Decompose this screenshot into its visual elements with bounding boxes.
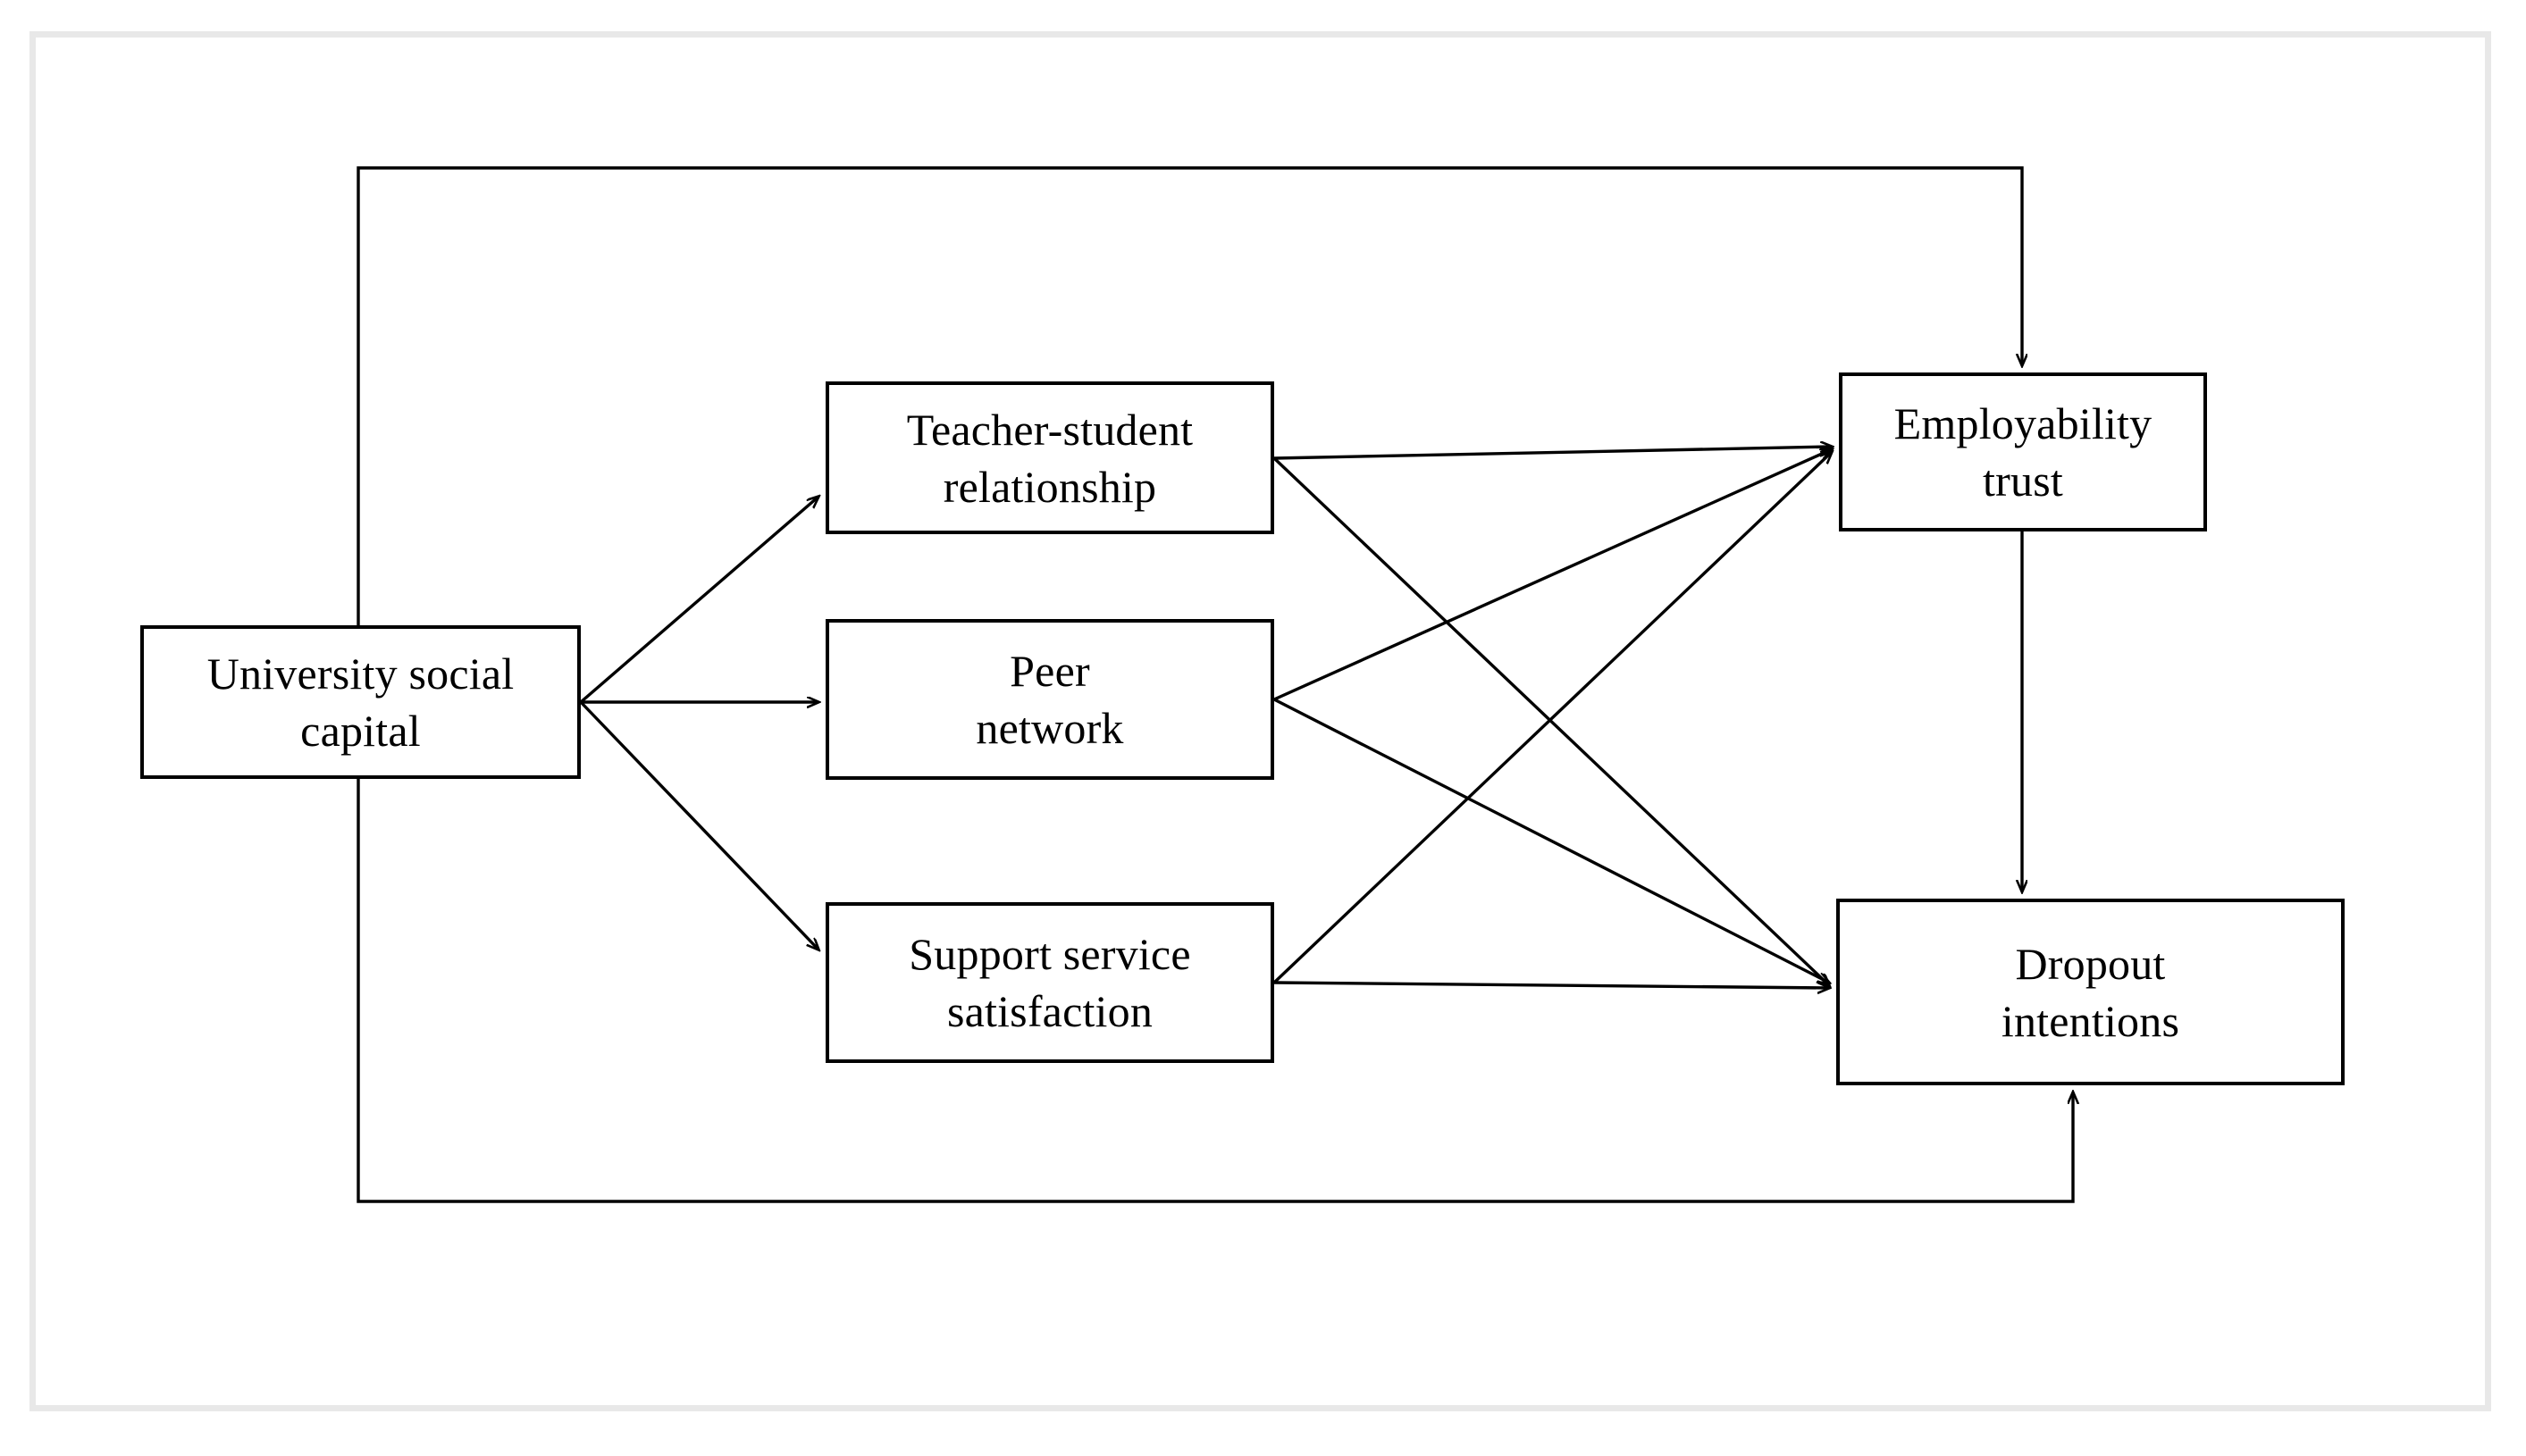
edge-usc-to-support-service [579, 700, 818, 950]
node-peer-network[interactable]: Peer network [826, 619, 1274, 780]
node-label-university-social-capital: University social capital [206, 649, 515, 756]
edge-usc-to-dropout-direct [357, 625, 2073, 1203]
edge-peer-network-to-dropout [1273, 698, 1829, 983]
node-dropout-intentions[interactable]: Dropout intentions [1836, 899, 2345, 1085]
node-label-employability-trust: Employability trust [1893, 398, 2153, 506]
node-support-service-satisfaction[interactable]: Support service satisfaction [826, 902, 1274, 1063]
edge-usc-to-teacher-student [579, 497, 818, 704]
node-label-support-service-satisfaction: Support service satisfaction [909, 929, 1191, 1036]
node-label-peer-network: Peer network [976, 646, 1124, 753]
edge-teacher-student-to-employability [1273, 447, 1832, 460]
node-teacher-student-relationship[interactable]: Teacher-student relationship [826, 381, 1274, 534]
edge-support-service-to-employability [1272, 452, 1832, 984]
node-employability-trust[interactable]: Employability trust [1839, 372, 2207, 531]
edge-usc-to-employability-direct [357, 166, 2022, 779]
node-university-social-capital[interactable]: University social capital [140, 625, 581, 779]
edge-teacher-student-to-dropout [1272, 456, 1829, 985]
edge-peer-network-to-employability [1273, 449, 1832, 701]
edge-support-service-to-dropout [1273, 981, 1829, 988]
node-label-dropout-intentions: Dropout intentions [2001, 938, 2180, 1046]
node-label-teacher-student-relationship: Teacher-student relationship [906, 404, 1194, 512]
